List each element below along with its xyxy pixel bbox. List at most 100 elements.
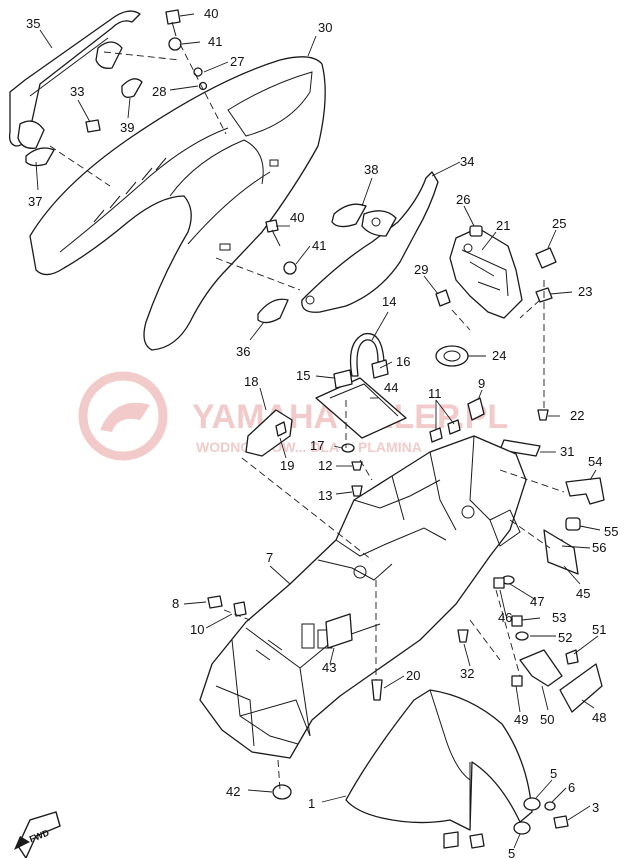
part-1-front-fender [345,689,533,831]
callout-41a: 41 [208,34,222,49]
part-5b-collar [513,821,531,835]
part-53-nut [511,615,523,627]
watermark-logo-mark [100,402,150,432]
part-38-pad [331,203,367,228]
part-35-grab-bar [8,10,141,149]
part-5-collar [523,797,541,811]
callout-31: 31 [560,444,574,459]
part-16-clip [371,359,389,379]
callout-10: 10 [190,622,204,637]
callout-14: 14 [382,294,396,309]
callout-43: 43 [322,660,336,675]
callout-9: 9 [478,376,485,391]
callout-55: 55 [604,524,618,539]
part-41b-collar [283,261,297,275]
callout-46: 46 [498,610,512,625]
part-55-collar [565,517,581,531]
callout-30: 30 [318,20,332,35]
part-40b-bolt [265,219,281,247]
callout-18: 18 [244,374,258,389]
part-7-rear-fender [199,435,527,759]
callout-53: 53 [552,610,566,625]
callout-26: 26 [456,192,470,207]
watermark-logo-icon [78,371,168,461]
callout-49: 49 [514,712,528,727]
assembly-lines [49,43,565,791]
part-20-rivet [371,679,383,701]
callout-54: 54 [588,454,602,469]
callout-34: 34 [460,154,474,169]
part-bottom-bolts [443,831,485,849]
callout-50: 50 [540,712,554,727]
callout-56: 56 [592,540,606,555]
callout-20: 20 [406,668,420,683]
part-40-bolt [165,9,181,37]
part-15-clip [333,369,353,389]
callout-8: 8 [172,596,179,611]
part-17-washer [341,443,355,453]
callout-21: 21 [496,218,510,233]
part-43-cover [325,613,353,649]
part-22-bolt [537,409,549,421]
callout-42: 42 [226,784,240,799]
part-48-reflector [559,663,603,713]
callout-35: 35 [26,16,40,31]
part-30-seat-cowl [29,56,326,351]
callouts: 1 3 5 6 5 7 8 9 10 11 12 13 14 15 16 17 … [26,6,618,858]
part-37-pad [25,147,55,167]
part-26-grommet [469,225,483,237]
callout-17: 17 [310,438,324,453]
part-34-grab-bar [301,171,439,313]
callout-40b: 40 [290,210,304,225]
part-31-strip [499,439,541,457]
callout-23: 23 [578,284,592,299]
callout-15: 15 [296,368,310,383]
part-49-nut [511,675,523,687]
part-41-collar [168,37,182,51]
part-54-bracket [565,477,605,505]
part-6-washer [544,801,556,811]
part-27-washer [193,67,203,77]
callout-16: 16 [396,354,410,369]
watermark: YAMAHA SKLEP.PL WODNOCHOW... DLA ... PLA… [78,371,508,461]
part-45-pad [543,529,579,575]
watermark-tagline: WODNOCHOW... DLA ... PLAMINA [196,439,422,455]
part-8-bolt [207,595,223,609]
part-13-rivet [351,485,363,497]
callout-52: 52 [558,630,572,645]
callout-45: 45 [576,586,590,601]
part-24-grommet [435,345,469,367]
callout-38: 38 [364,162,378,177]
callout-29: 29 [414,262,428,277]
callout-48: 48 [592,710,606,725]
leader-lines [35,13,601,849]
part-21-bracket [449,227,523,319]
part-33-bolt [85,119,101,133]
callout-24: 24 [492,348,506,363]
callout-39: 39 [120,120,134,135]
callout-41b: 41 [312,238,326,253]
callout-13: 13 [318,488,332,503]
callout-28: 28 [152,84,166,99]
part-42-damper [272,784,292,800]
callout-47: 47 [530,594,544,609]
callout-22: 22 [570,408,584,423]
callout-37: 37 [28,194,42,209]
callout-12: 12 [318,458,332,473]
callout-51: 51 [592,622,606,637]
part-11-bolts [429,419,461,443]
callout-5a: 5 [550,766,557,781]
part-50-bracket [519,649,563,687]
callout-32: 32 [460,666,474,681]
callout-5b: 5 [508,846,515,858]
callout-27: 27 [230,54,244,69]
callout-6: 6 [568,780,575,795]
callout-11: 11 [428,386,442,401]
part-32-clip [457,629,469,643]
part-10-nut [233,601,247,617]
part-18-holder [245,409,293,457]
part-39-pad [121,78,143,98]
part-12-rivet [351,461,363,471]
callout-1: 1 [308,796,315,811]
